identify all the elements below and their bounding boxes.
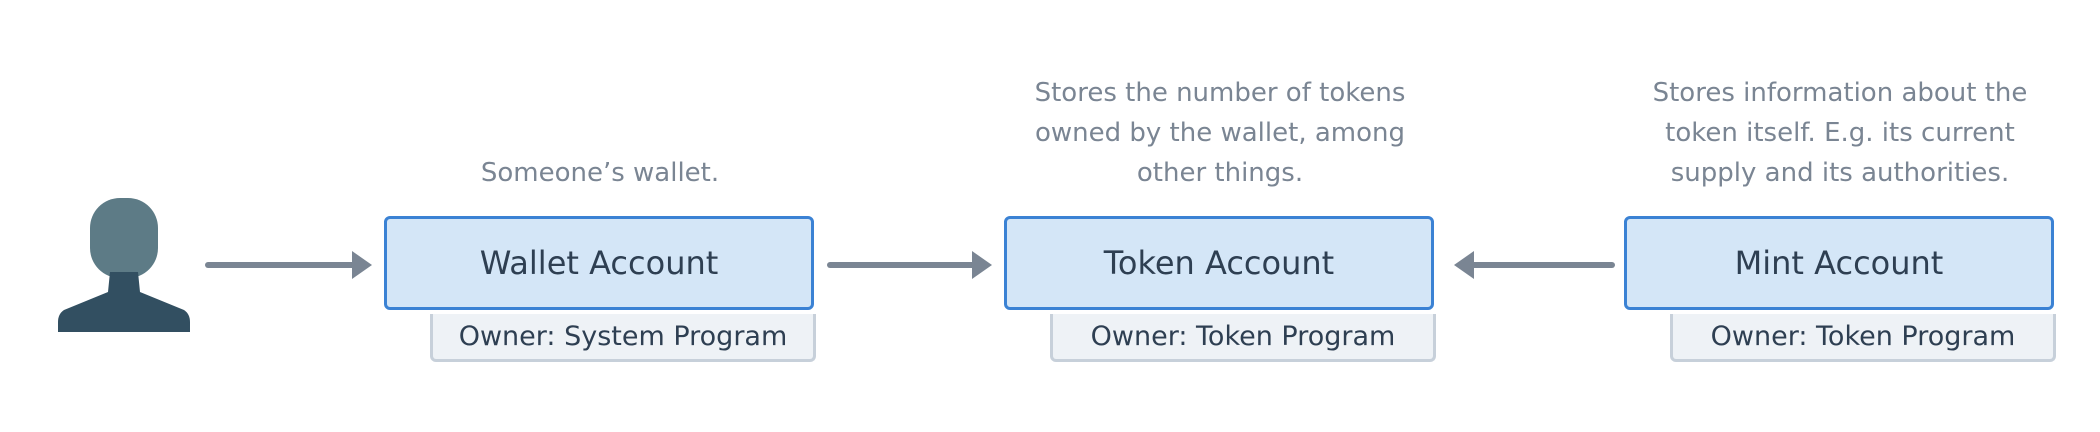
mint-account-box[interactable]: Mint Account — [1624, 216, 2054, 310]
token-note: Stores the number of tokens owned by the… — [1010, 73, 1430, 193]
arrow-user-to-wallet — [205, 251, 372, 279]
mint-note-line-1: Stores information about the — [1652, 78, 2028, 108]
wallet-owner-tag: Owner: System Program — [430, 314, 816, 362]
mint-note-line-2: token itself. E.g. its current — [1665, 118, 2015, 148]
mint-account-title: Mint Account — [1734, 244, 1944, 282]
mint-note-line-3: supply and its authorities. — [1670, 158, 2010, 188]
arrow-mint-to-token — [1454, 251, 1615, 279]
wallet-note: Someone’s wallet. — [390, 153, 810, 193]
token-account-title: Token Account — [1103, 244, 1335, 282]
wallet-account-box[interactable]: Wallet Account — [384, 216, 814, 310]
user-icon — [58, 198, 190, 332]
token-note-line-2: owned by the wallet, among — [1034, 118, 1406, 148]
token-account-box[interactable]: Token Account — [1004, 216, 1434, 310]
wallet-owner-label: Owner: System Program — [458, 321, 788, 352]
mint-owner-tag: Owner: Token Program — [1670, 314, 2056, 362]
mint-note: Stores information about the token itsel… — [1630, 73, 2050, 193]
wallet-account-title: Wallet Account — [479, 244, 719, 282]
token-owner-tag: Owner: Token Program — [1050, 314, 1436, 362]
token-note-line-3: other things. — [1136, 158, 1304, 188]
token-owner-label: Owner: Token Program — [1090, 321, 1396, 352]
token-note-line-1: Stores the number of tokens — [1034, 78, 1406, 108]
mint-owner-label: Owner: Token Program — [1710, 321, 2016, 352]
wallet-note-line: Someone’s wallet. — [480, 158, 720, 188]
arrow-wallet-to-token — [827, 251, 992, 279]
